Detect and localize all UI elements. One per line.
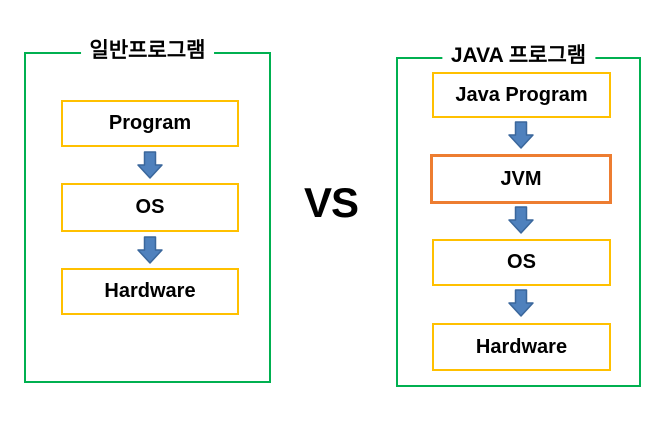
- java-program-panel: JAVA 프로그램 Java Program JVM OS Hardw: [396, 44, 641, 387]
- layer-box-jvm: JVM: [430, 154, 612, 204]
- layer-box-java-program: Java Program: [432, 72, 611, 118]
- layer-label-program: Program: [108, 112, 192, 134]
- layer-label-os: OS: [507, 251, 536, 273]
- layer-box-os: OS: [61, 183, 239, 232]
- layer-box-os: OS: [432, 239, 611, 286]
- down-arrow-icon: [508, 121, 534, 149]
- down-arrow-icon: [137, 151, 163, 179]
- down-arrow-icon: [508, 289, 534, 317]
- general-program-panel-title: 일반프로그램: [80, 39, 215, 62]
- java-program-panel-title: JAVA 프로그램: [441, 44, 596, 67]
- layer-label-hardware: Hardware: [104, 280, 196, 302]
- down-arrow-icon: [137, 236, 163, 264]
- layer-box-hardware: Hardware: [61, 268, 239, 315]
- layer-box-program: Program: [61, 100, 239, 147]
- layer-box-hardware: Hardware: [432, 323, 611, 371]
- layer-label-os: OS: [135, 196, 165, 218]
- layer-label-hardware: Hardware: [475, 335, 568, 358]
- general-program-panel: 일반프로그램 Program OS Hardware: [24, 39, 271, 383]
- vs-label: VS: [303, 179, 359, 226]
- layer-label-jvm: JVM: [500, 167, 542, 190]
- down-arrow-icon: [508, 206, 534, 234]
- layer-label-java-program: Java Program: [455, 83, 588, 106]
